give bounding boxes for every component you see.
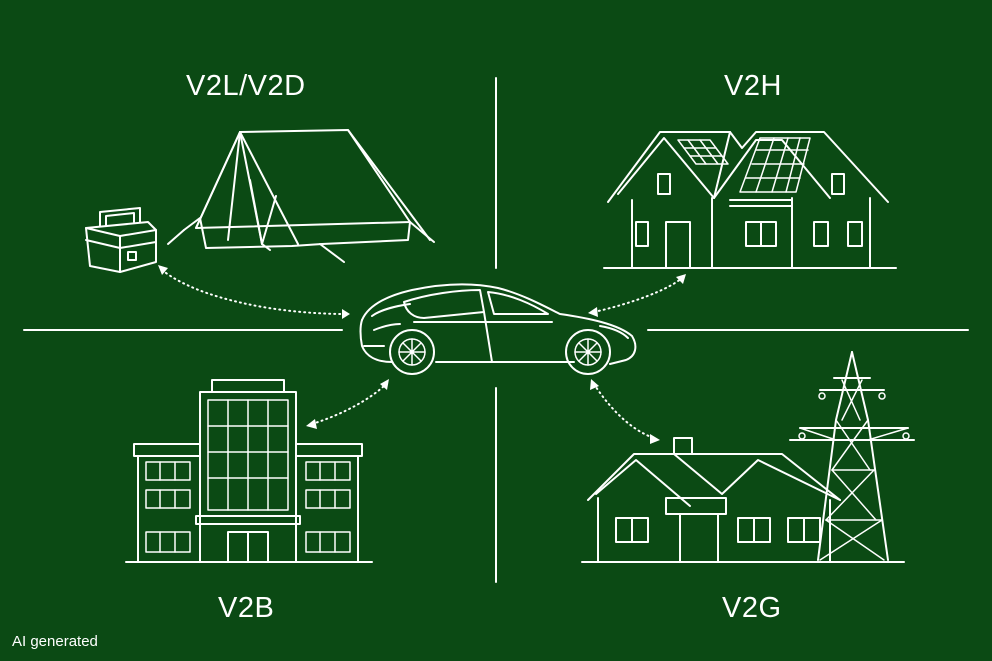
label-v2l-v2d: V2L/V2D xyxy=(186,70,306,102)
house-icon xyxy=(581,437,905,563)
arrow-car-to-v2g xyxy=(593,383,655,439)
quadrant-dividers xyxy=(23,77,969,583)
ai-generated-credit: AI generated xyxy=(12,633,98,650)
power-pylon-icon xyxy=(789,351,915,561)
arrow-car-to-v2b xyxy=(311,383,387,425)
arrow-car-to-v2l xyxy=(161,269,347,315)
cooler-icon xyxy=(85,207,157,273)
office-building-icon xyxy=(125,379,373,563)
house-solar-icon xyxy=(603,131,897,269)
connection-arrows xyxy=(158,265,686,444)
tent-icon xyxy=(167,129,435,263)
label-v2g: V2G xyxy=(722,592,782,624)
car-icon xyxy=(359,283,637,375)
label-v2b: V2B xyxy=(218,592,275,624)
label-v2h: V2H xyxy=(724,70,782,102)
arrow-car-to-v2h xyxy=(593,277,683,313)
